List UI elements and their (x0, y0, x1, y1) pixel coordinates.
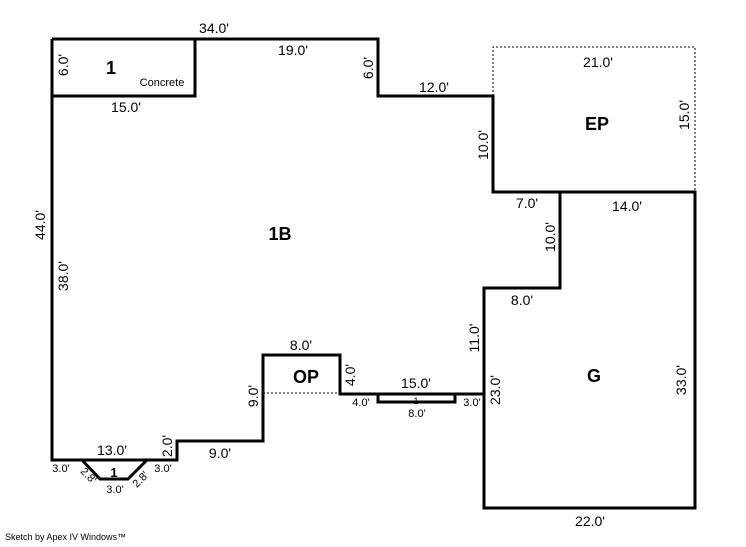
dimension: 4.0' (352, 397, 369, 409)
area-label: 1B (268, 224, 291, 244)
dimension: 21.0' (583, 54, 613, 70)
dimension: 4.0' (342, 364, 358, 386)
dimension: 33.0' (673, 365, 689, 395)
dimension: 22.0' (575, 513, 605, 529)
dimension: 19.0' (278, 42, 308, 58)
dimension: 9.0' (209, 445, 231, 461)
dimension: 44.0' (32, 210, 48, 240)
dimension: 8.0' (290, 337, 312, 353)
dimension: 12.0' (419, 79, 449, 95)
dimension: 2.8' (78, 465, 99, 486)
dimension: 7.0' (516, 195, 538, 211)
concrete-area (52, 39, 197, 98)
sketch-credit: Sketch by Apex IV Windows™ (5, 532, 127, 542)
dimension: 6.0' (360, 57, 376, 79)
dimension: 10.0' (542, 222, 558, 252)
dimension: 15.0' (401, 375, 431, 391)
dimension: 8.0' (511, 292, 533, 308)
area-label: 1 (110, 465, 117, 480)
dimension: 10.0' (475, 130, 491, 160)
dimension: 14.0' (612, 198, 642, 214)
dimension: 23.0' (487, 375, 503, 405)
area-label: G (587, 366, 601, 386)
area-label: EP (585, 114, 609, 134)
step-outline (376, 394, 457, 404)
dimension: 15.0' (111, 99, 141, 115)
area-label: 1 (106, 58, 116, 78)
dimension: 15.0' (676, 100, 692, 130)
dimension: 2.0' (159, 435, 175, 457)
dimension: 13.0' (97, 442, 127, 458)
dimension: 38.0' (55, 261, 71, 291)
dimension: 34.0' (199, 20, 229, 36)
dimension: 11.0' (466, 324, 482, 353)
dimension: 3.0' (154, 463, 171, 475)
dimension: 9.0' (245, 385, 261, 407)
dimension: 6.0' (55, 54, 71, 76)
garage-outline (482, 190, 697, 510)
dimension: 8.0' (408, 408, 425, 420)
dimension: 3.0' (463, 397, 480, 409)
area-note: Concrete (140, 77, 185, 89)
enclosed-porch-outline (492, 46, 696, 192)
dimension: 3.0' (52, 463, 69, 475)
area-label: 1 (413, 396, 418, 406)
area-label: OP (293, 367, 319, 387)
dimension: 3.0' (106, 484, 123, 496)
stoop-outline (80, 458, 149, 481)
